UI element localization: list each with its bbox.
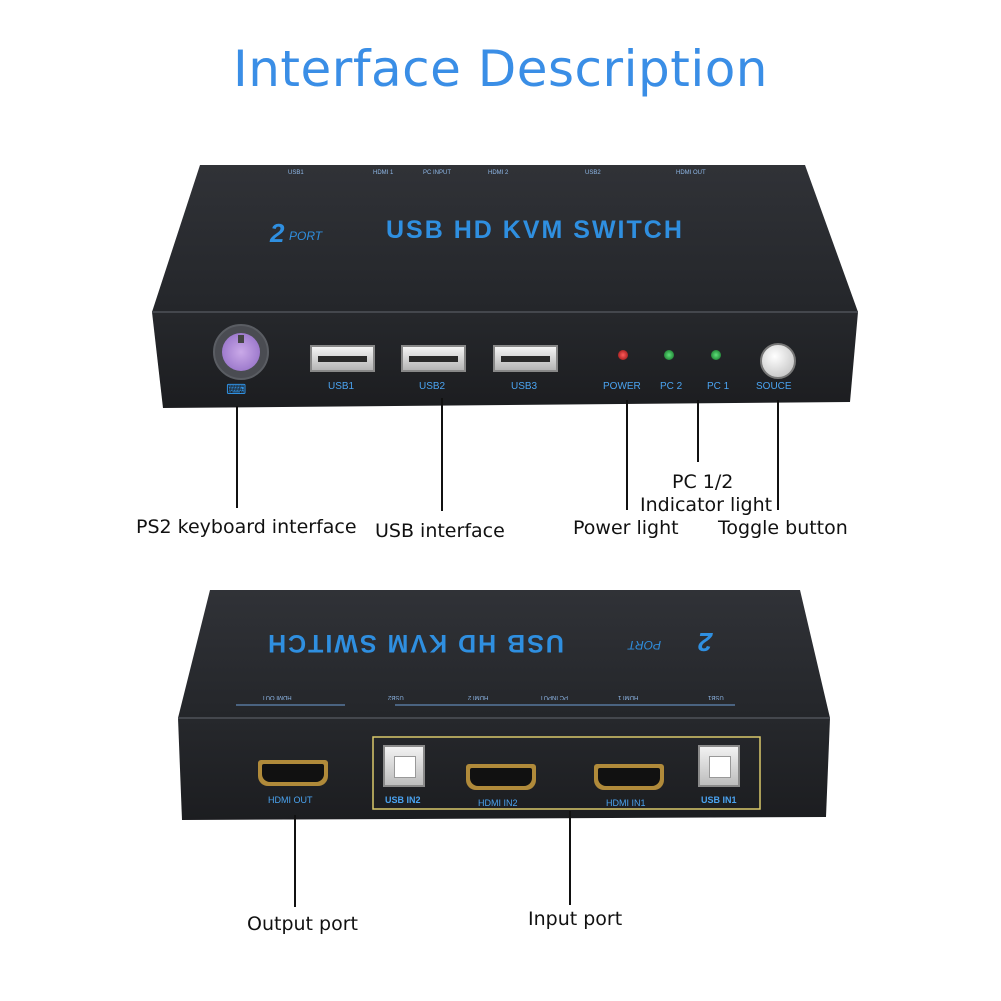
bottom-top-labels: HDMI OUT USB2 HDMI 2 PC INPUT HDMI 1 USB… — [240, 694, 740, 706]
top-label: HDMI 1 — [618, 694, 639, 700]
input-ports-frame — [372, 736, 761, 810]
ps2-key — [238, 335, 244, 343]
hdmi-out-label: HDMI OUT — [268, 795, 313, 805]
back-label: HDMI OUT — [676, 170, 706, 176]
callout-line-power — [626, 400, 628, 510]
usb1-label: USB1 — [328, 381, 355, 392]
callout-power: Power light — [573, 517, 679, 539]
back-label: USB1 — [288, 170, 304, 176]
usb-in1-port — [698, 745, 740, 787]
power-led — [618, 350, 628, 360]
callout-input: Input port — [528, 908, 623, 930]
pc1-led-label: PC 1 — [707, 381, 730, 392]
top-label: USB2 — [388, 694, 404, 700]
hdmi-out-port — [258, 760, 328, 786]
top-brand-logo: 2 — [270, 218, 285, 248]
bottom-brand-text: USB HD KVM SWITCH — [266, 629, 564, 657]
pc2-led — [664, 350, 674, 360]
hdmi-in2-port — [466, 764, 536, 790]
usb3-port — [493, 345, 558, 372]
back-label: USB2 — [585, 170, 601, 176]
usb1-port — [310, 345, 375, 372]
keyboard-icon: ⌨ — [226, 381, 247, 397]
usb-in2-port — [383, 745, 425, 787]
callout-line-input — [569, 811, 571, 905]
pc2-led-label: PC 2 — [660, 381, 683, 392]
top-label: USB1 — [708, 694, 724, 700]
usb2-port — [401, 345, 466, 372]
ps2-port — [213, 324, 269, 380]
bottom-brand-prefix: PORT — [628, 638, 662, 652]
callout-pc-line2: Indicator light — [640, 494, 773, 516]
bottom-device-top-surface — [178, 590, 830, 718]
hdmi-in1-label: HDMI IN1 — [606, 798, 646, 808]
usb-in1-label: USB IN1 — [701, 795, 737, 805]
callout-line-output — [294, 815, 296, 907]
top-label: PC INPUT — [540, 694, 569, 700]
callout-line-usb — [441, 398, 443, 511]
hdmi-in2-label: HDMI IN2 — [478, 798, 518, 808]
callout-pc-line1: PC 1/2 — [672, 471, 734, 493]
callout-line-toggle — [777, 400, 779, 510]
power-led-label: POWER — [603, 381, 641, 392]
callout-output: Output port — [247, 913, 358, 935]
top-label: HDMI OUT — [262, 694, 292, 700]
callout-line-pc — [697, 400, 699, 462]
back-label: HDMI 2 — [488, 170, 509, 176]
hdmi-in1-port — [594, 764, 664, 790]
top-device-top-surface — [152, 165, 858, 312]
pc1-led — [711, 350, 721, 360]
callout-line-ps2 — [236, 406, 238, 508]
page-title: Interface Description — [232, 40, 768, 98]
usb3-label: USB3 — [511, 381, 538, 392]
callout-usb: USB interface — [375, 520, 505, 542]
callout-ps2: PS2 keyboard interface — [136, 516, 357, 538]
back-label: PC INPUT — [423, 170, 452, 176]
toggle-button-label: SOUCE — [756, 381, 792, 392]
top-brand-text: USB HD KVM SWITCH — [386, 216, 684, 244]
usb-in2-label: USB IN2 — [385, 795, 421, 805]
top-back-labels: USB1 HDMI 1 PC INPUT HDMI 2 USB2 HDMI OU… — [288, 170, 748, 184]
top-brand-prefix: PORT — [289, 229, 323, 243]
usb2-label: USB2 — [419, 381, 446, 392]
back-label: HDMI 1 — [373, 170, 394, 176]
callout-toggle: Toggle button — [718, 517, 848, 539]
bottom-brand-logo: 2 — [698, 627, 713, 657]
toggle-button[interactable] — [760, 343, 796, 379]
top-label: HDMI 2 — [468, 694, 489, 700]
